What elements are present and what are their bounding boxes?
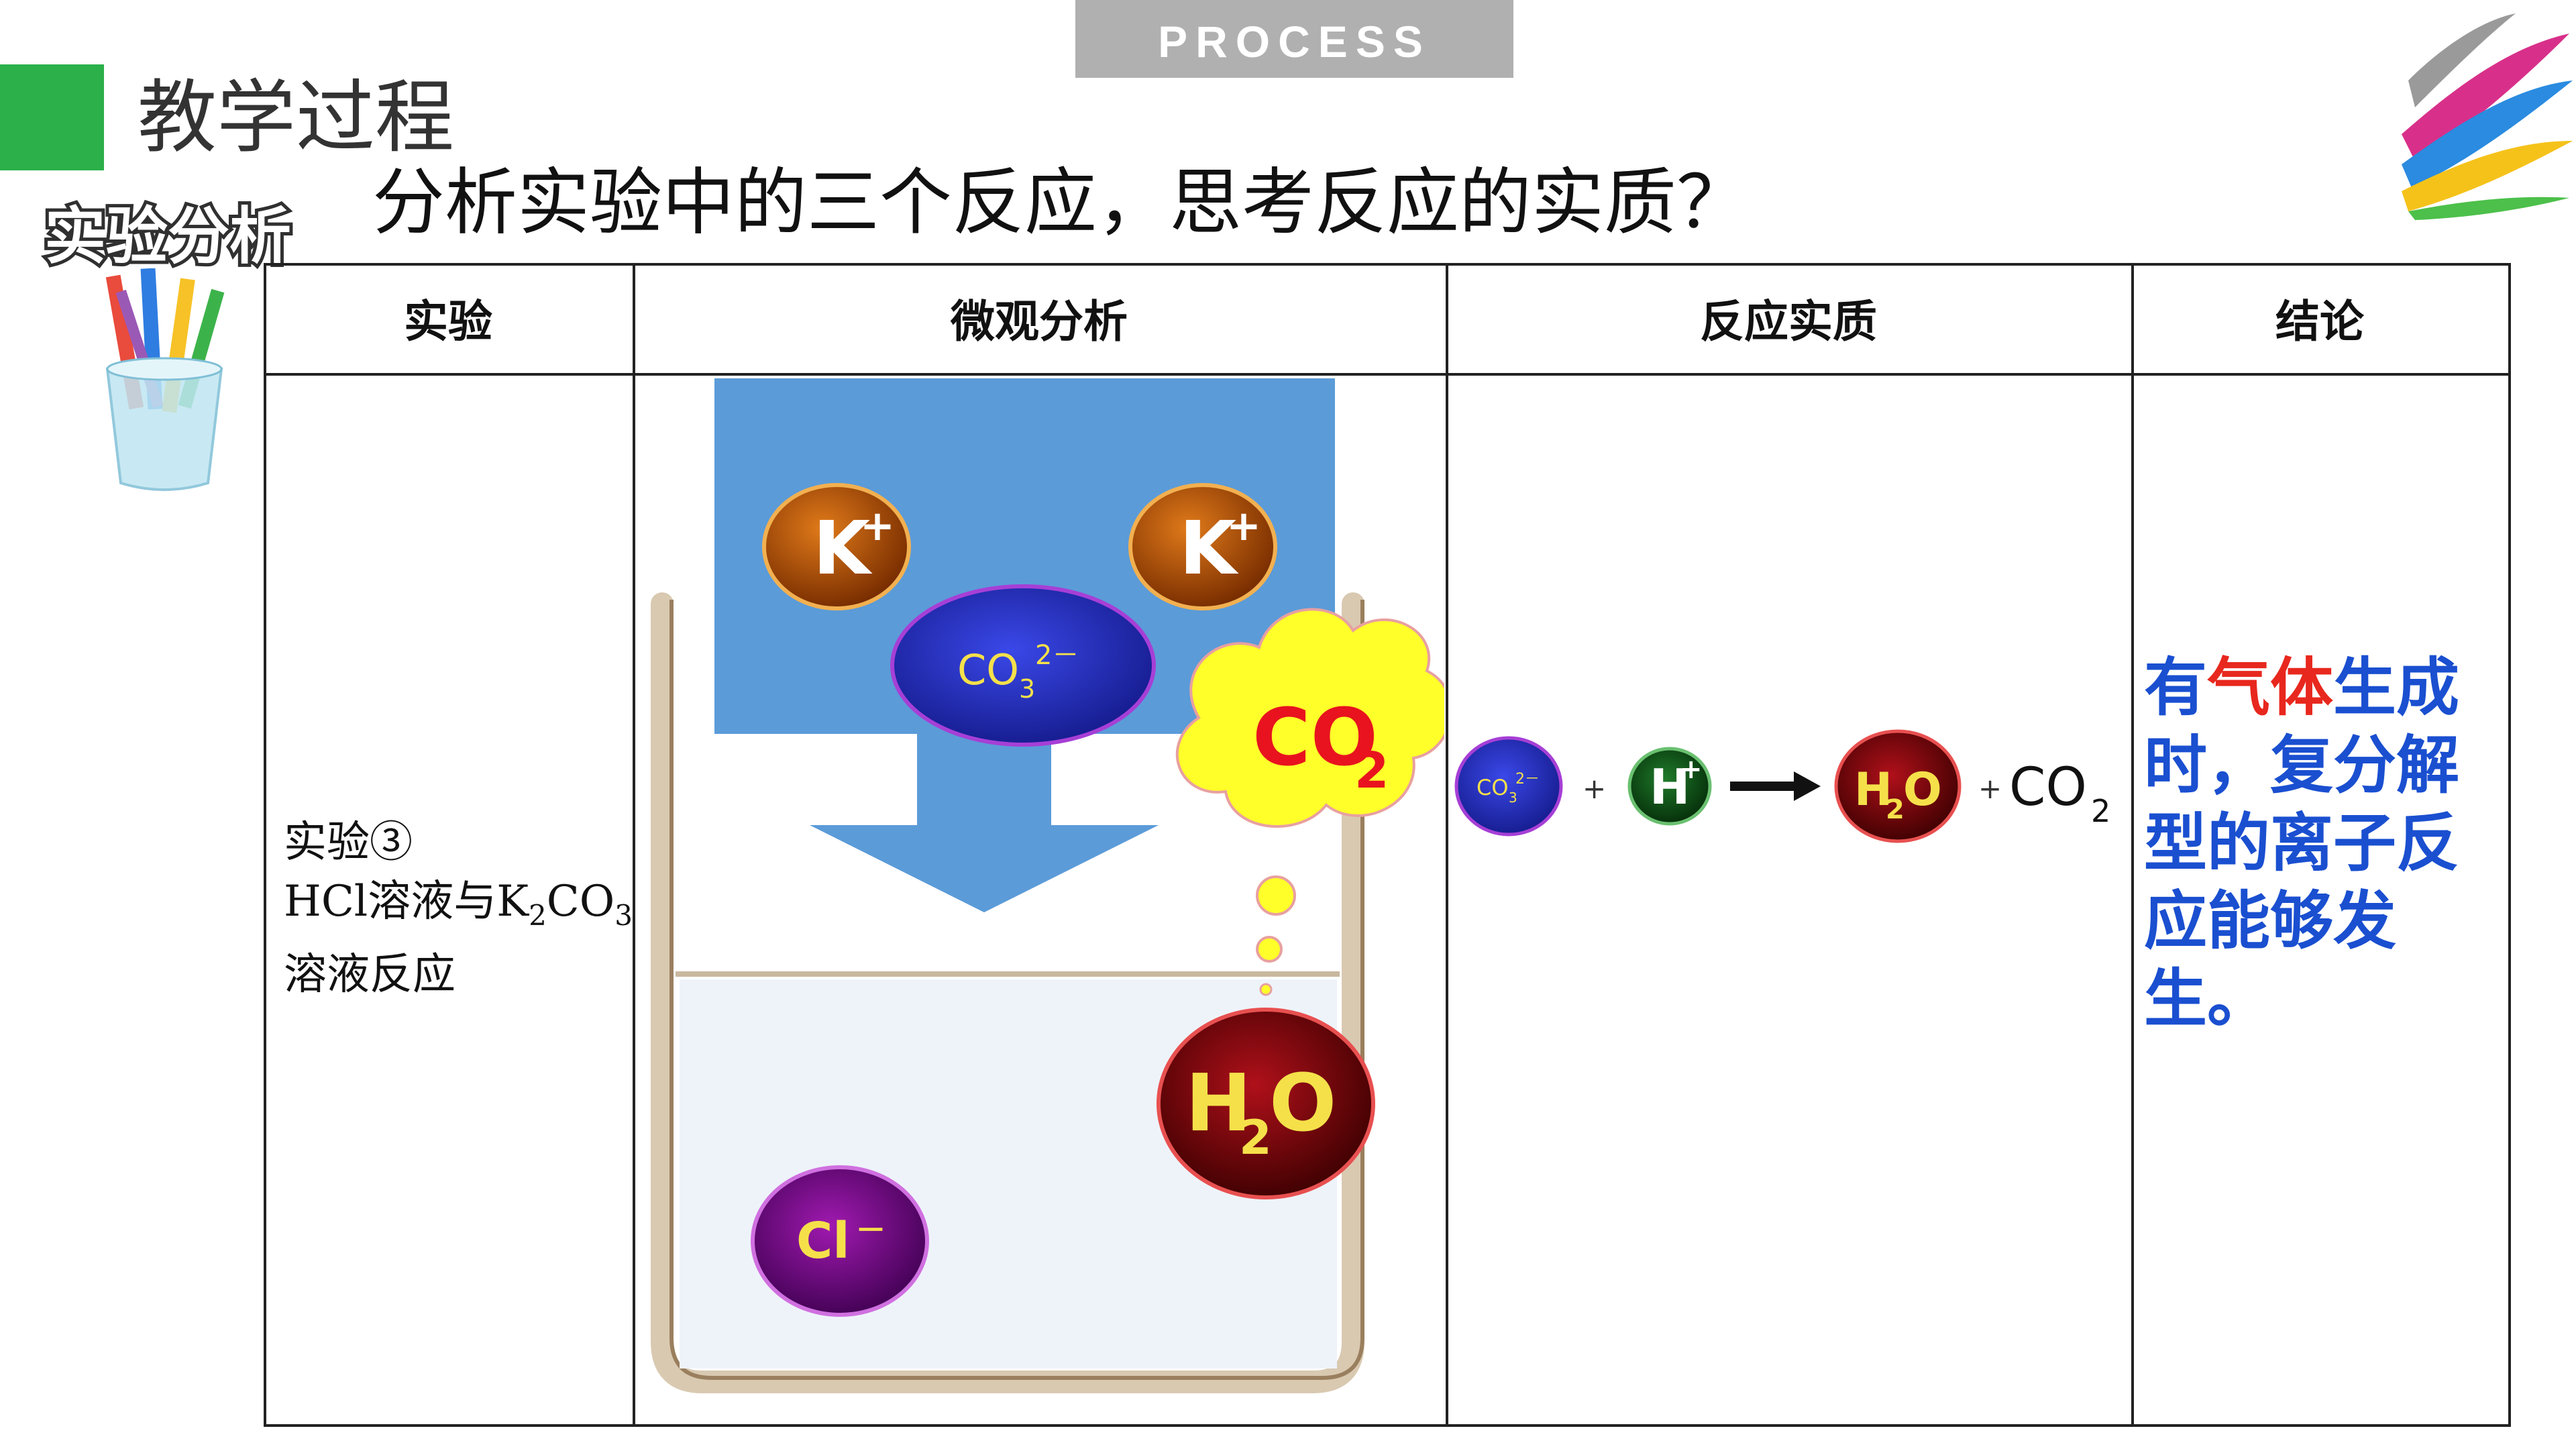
carbonate-ion xyxy=(890,584,1156,747)
page-title: 教学过程 xyxy=(138,71,455,164)
eq-water-sub: 2 xyxy=(1886,794,1904,825)
k-ion-2-charge: + xyxy=(1226,501,1261,550)
eq-plus-1: + xyxy=(1582,772,1606,805)
chloride-charge: － xyxy=(855,1212,886,1248)
eq-water xyxy=(1834,729,1962,843)
carbonate-label: CO xyxy=(957,645,1019,694)
eq-carbonate-sub: 3 xyxy=(1509,790,1517,806)
micro-analysis-illustration: K + K + CO 3 2－ CO 2 H 2 O Cl － xyxy=(651,378,1444,1393)
eq-co2-label: CO xyxy=(2009,757,2087,818)
green-accent-block xyxy=(0,64,104,170)
conclusion-part-3: 生成时，复分解型的离子反应能够发生。 xyxy=(2144,651,2460,1036)
water-label-sub: 2 xyxy=(1239,1110,1272,1165)
header-conclusion: 结论 xyxy=(2275,296,2364,347)
k-ion-2 xyxy=(1128,483,1277,610)
water-label-h: H xyxy=(1185,1057,1252,1149)
co2-cloud-label: CO xyxy=(1252,691,1378,784)
conclusion-part-1: 有 xyxy=(2144,651,2208,724)
carbonate-charge: 2－ xyxy=(1035,640,1079,671)
carbonate-sub: 3 xyxy=(1019,674,1035,704)
eq-carbonate xyxy=(1454,736,1563,837)
eq-hydrogen-label: H xyxy=(1650,759,1690,815)
analysis-table: 实验 微观分析 反应实质 结论 实验③ HCl溶液与K2CO3 溶液反应 xyxy=(264,263,2511,1427)
water-label-o: O xyxy=(1269,1057,1336,1149)
down-arrow-icon xyxy=(810,734,1159,912)
water-molecule xyxy=(1157,1008,1375,1199)
experiment-line-2: HCl溶液与K2CO3 xyxy=(284,872,633,945)
decorative-logo-icon xyxy=(2402,13,2573,220)
chloride-ion xyxy=(751,1165,929,1317)
k-ion-1-label: K xyxy=(813,505,873,591)
eq-water-o: O xyxy=(1903,763,1942,816)
eq-carbonate-label: CO xyxy=(1477,775,1509,800)
eq-carbonate-charge: 2－ xyxy=(1515,771,1540,788)
experiment-description: 实验③ HCl溶液与K2CO3 溶液反应 xyxy=(284,813,633,1004)
experiment-line-2-sub1: 2 xyxy=(529,898,547,932)
experiment-line-1: 实验③ xyxy=(284,818,413,867)
eq-plus-2: + xyxy=(1978,772,2002,805)
header-experiment: 实验 xyxy=(404,296,492,347)
experiment-line-3: 溶液反应 xyxy=(284,949,455,1000)
conclusion-text: 有气体生成时，复分解型的离子反应能够发生。 xyxy=(2144,649,2506,1038)
co2-bubble-cloud xyxy=(1175,608,1444,828)
co2-cloud-sub: 2 xyxy=(1354,742,1389,800)
chloride-label: Cl xyxy=(796,1212,850,1270)
eq-hydrogen-ion xyxy=(1627,747,1712,826)
experiment-line-2-b: CO xyxy=(546,877,615,926)
beaker-wall xyxy=(651,592,1364,1393)
eq-co2-sub: 2 xyxy=(2091,793,2110,829)
k-ion-1 xyxy=(762,483,911,610)
header-reaction-essence: 反应实质 xyxy=(1700,296,1877,347)
experiment-line-2-sub2: 3 xyxy=(614,898,633,932)
pencil-cup-icon xyxy=(105,268,225,491)
header-micro-analysis: 微观分析 xyxy=(951,296,1128,347)
eq-water-h: H xyxy=(1854,763,1892,816)
reaction-equation: CO 3 2－ + H + H 2 O + CO 2 xyxy=(1454,729,2110,843)
question-text: 分析实验中的三个反应，思考反应的实质？ xyxy=(372,161,1750,245)
eq-hydrogen-charge: + xyxy=(1680,754,1703,785)
process-tab: PROCESS xyxy=(1075,0,1513,78)
k-ion-2-label: K xyxy=(1179,505,1239,591)
k-ion-1-charge: + xyxy=(860,501,895,550)
conclusion-part-2-red: 气体 xyxy=(2207,651,2334,724)
experiment-line-2-a: HCl溶液与K xyxy=(284,877,529,926)
section-label: 实验分析 xyxy=(41,197,294,276)
